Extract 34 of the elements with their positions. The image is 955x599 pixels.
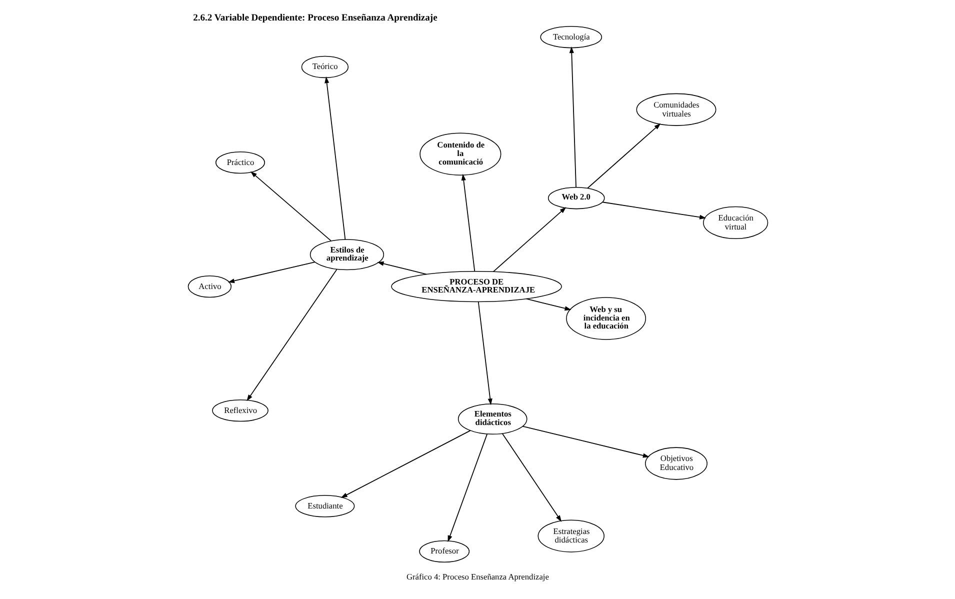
arrow — [340, 430, 470, 498]
node-ellipse: Profesor — [418, 540, 470, 563]
arrow — [522, 426, 650, 458]
arrow — [477, 301, 492, 406]
node-ellipse: Contenido de la comunicació — [419, 132, 501, 176]
node-ellipse: Educación virtual — [702, 206, 768, 240]
arrow — [447, 434, 487, 542]
node-ellipse: Objetivos Educativo — [644, 447, 707, 480]
arrow — [525, 298, 571, 311]
arrow — [246, 268, 337, 402]
diagram-title: 2.6.2 Variable Dependiente: Proceso Enseñanza Aprendizaje — [192, 13, 437, 24]
node-ellipse: Web 2.0 — [547, 186, 604, 210]
arrow — [376, 261, 427, 275]
node-ellipse: Estrategias didácticas — [537, 520, 604, 552]
arrow — [501, 433, 562, 522]
node-ellipse: Teórico — [300, 56, 348, 78]
arrow — [250, 171, 331, 242]
node-ellipse: Comunidades virtuales — [636, 93, 716, 126]
node-ellipse: Web y su incidencia en la educación — [566, 297, 646, 340]
node-ellipse: Activo — [187, 275, 232, 298]
arrow — [568, 46, 576, 188]
node-ellipse: Estudiante — [294, 495, 354, 518]
caption: Gráfico 4: Proceso Enseñanza Aprendizaje — [406, 572, 548, 582]
arrow — [460, 174, 475, 272]
node-ellipse: Elementos didácticos — [457, 403, 527, 435]
node-ellipse: Práctico — [215, 151, 265, 174]
node-ellipse: Reflexivo — [212, 399, 268, 422]
arrow — [492, 207, 566, 272]
arrow — [227, 262, 315, 284]
arrow — [324, 76, 346, 240]
node-ellipse: Tecnología — [540, 26, 602, 48]
arrow — [586, 123, 660, 189]
arrow — [602, 202, 706, 220]
node-ellipse: PROCESO DE ENSEÑANZA-APRENDIZAJE — [390, 271, 562, 302]
